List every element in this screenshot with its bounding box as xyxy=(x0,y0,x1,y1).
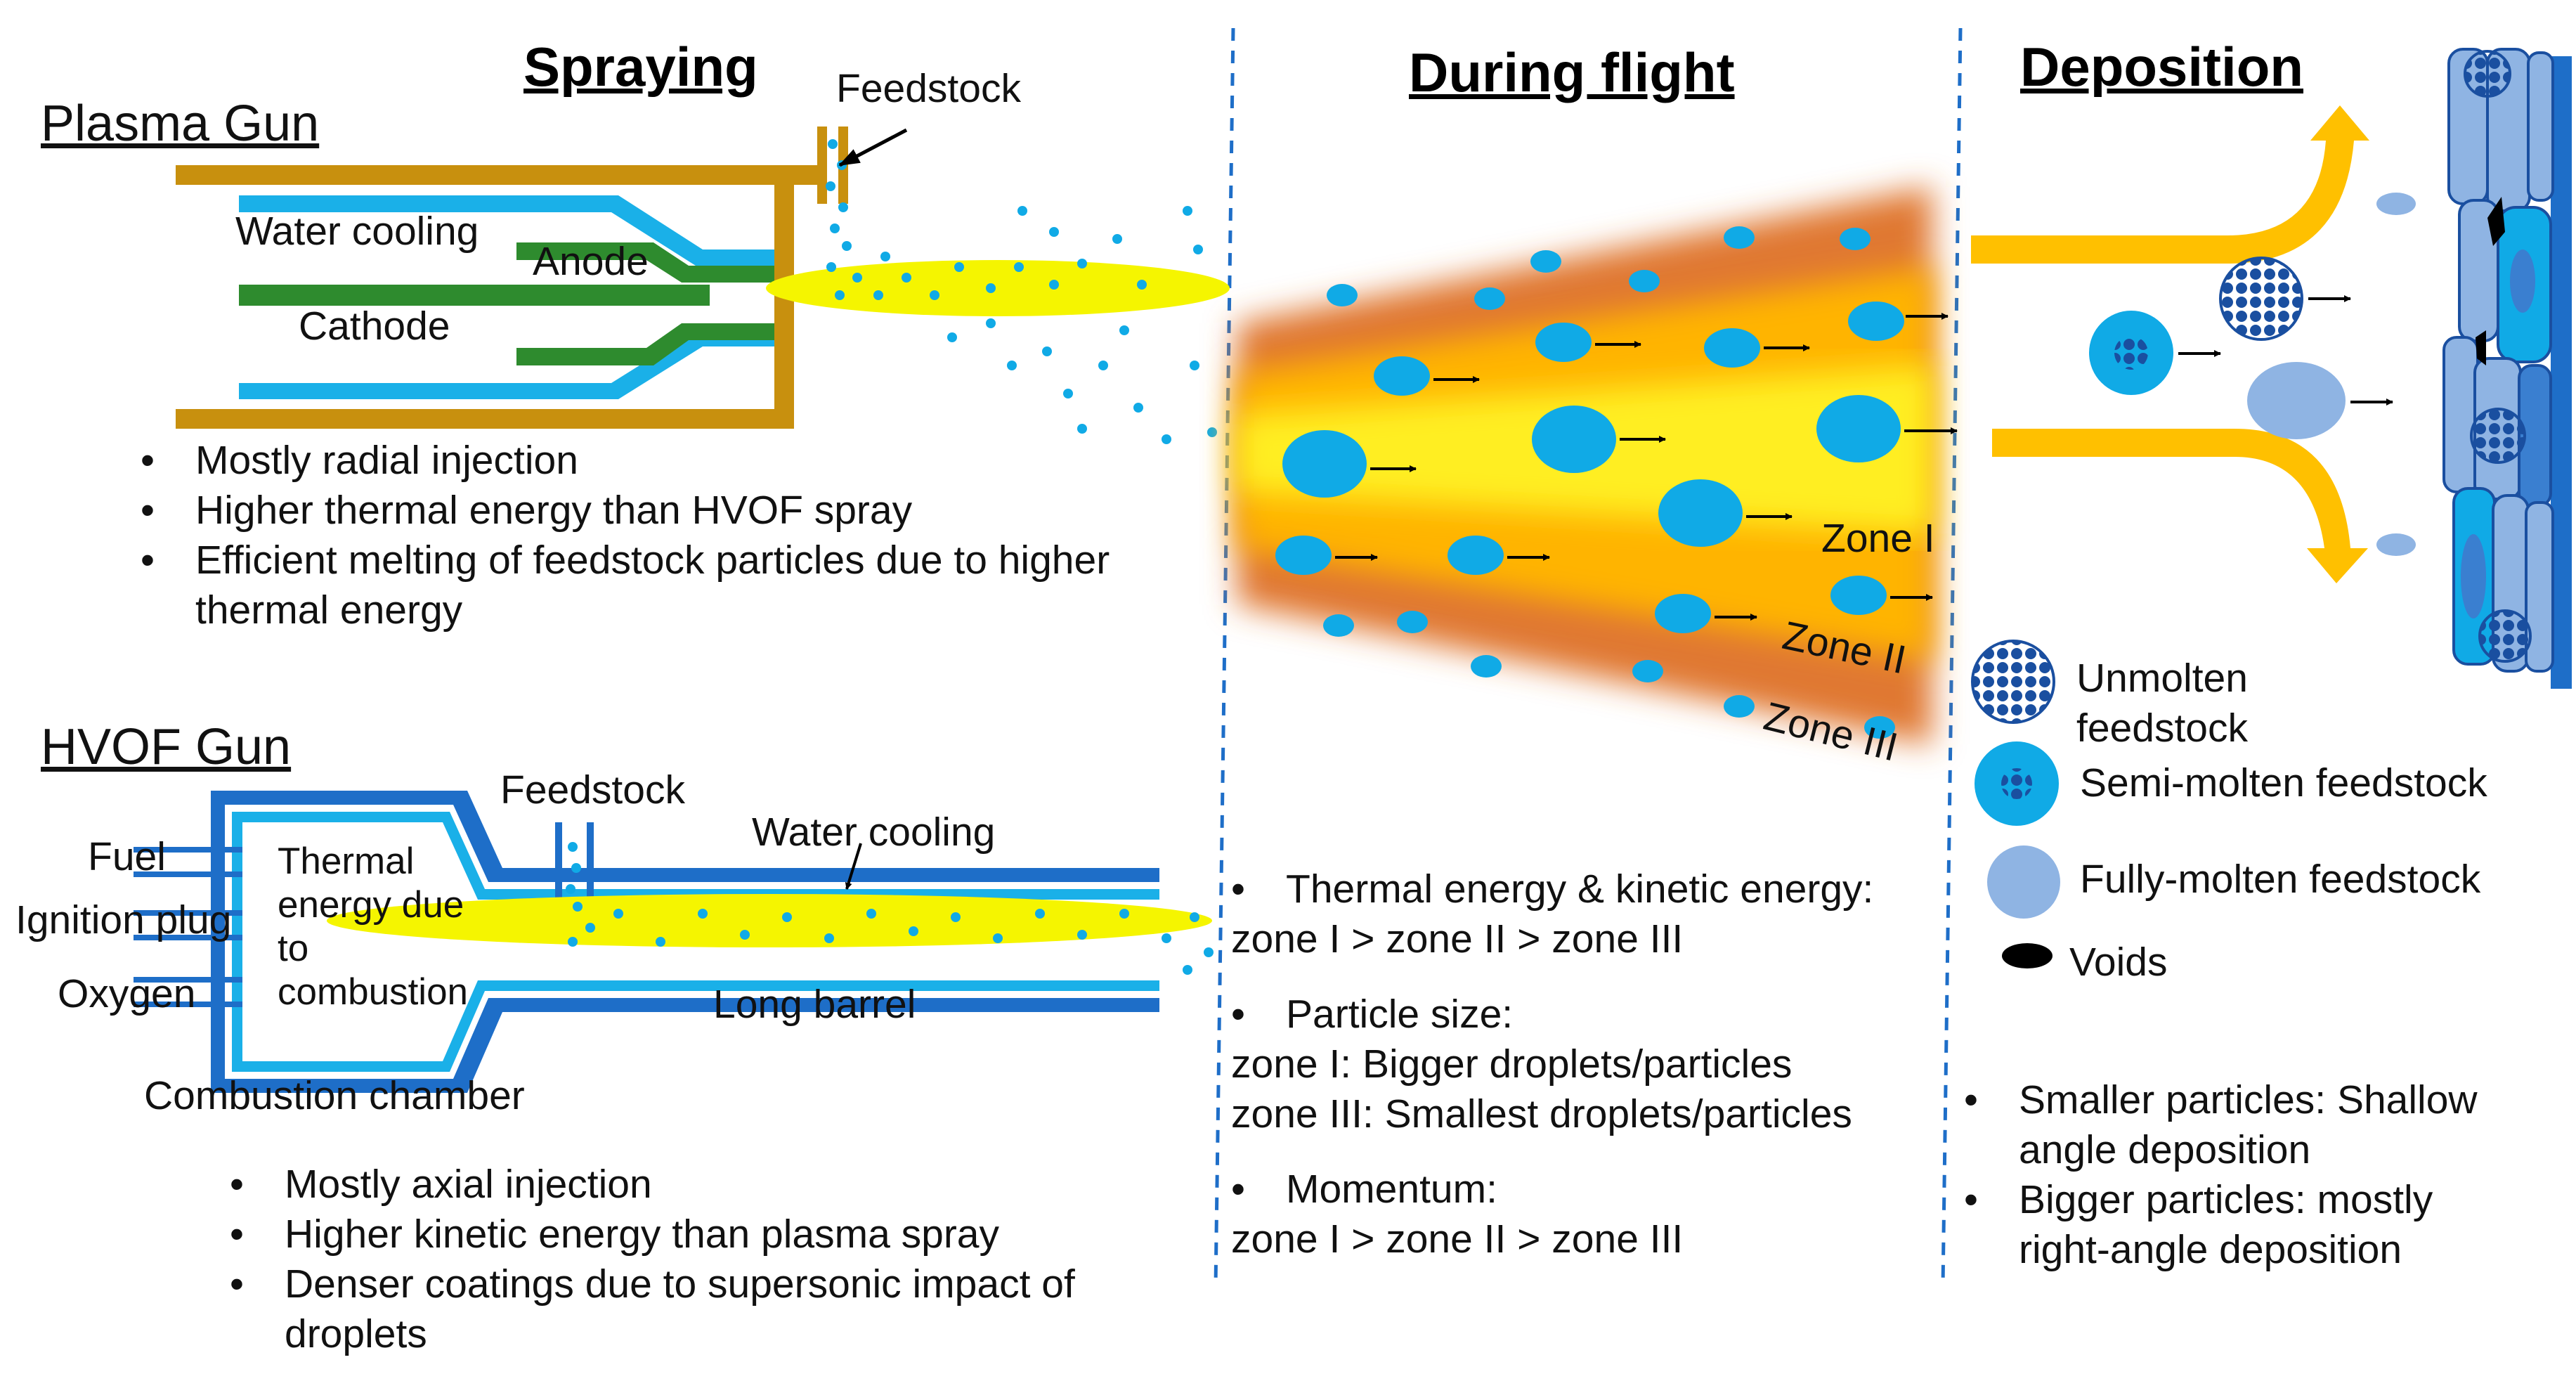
legend-fully-molten-icon xyxy=(1987,845,2060,919)
momentum-order: zone I > zone II > zone III xyxy=(1231,1217,1684,1262)
flight-notes: Thermal energy & kinetic energy: zone I … xyxy=(1231,864,1873,1264)
momentum-heading: Momentum: xyxy=(1231,1165,1873,1214)
plasma-gun-drawing xyxy=(176,127,1230,429)
legend-markers xyxy=(1971,640,2060,968)
flight-particles xyxy=(1275,226,1904,739)
cathode-label: Cathode xyxy=(299,304,450,349)
particle-size-heading: Particle size: xyxy=(1231,990,1873,1039)
spraying-header: Spraying xyxy=(523,36,758,98)
deposition-particles xyxy=(2089,193,2416,556)
hvof-bullet: Mostly axial injection xyxy=(230,1160,1178,1210)
deposition-bullet-list: Smaller particles: Shallow angle deposit… xyxy=(1964,1075,2526,1275)
thermal-energy-label: Thermal energy due to combustion xyxy=(278,841,469,1013)
hvof-flame xyxy=(327,894,1212,947)
plasma-water-cooling-label: Water cooling xyxy=(235,209,479,254)
zone-1-label: Zone I xyxy=(1821,516,1935,561)
combustion-chamber-label: Combustion chamber xyxy=(144,1073,525,1118)
oxygen-label: Oxygen xyxy=(58,971,196,1016)
hvof-bullet: Higher kinetic energy than plasma spray xyxy=(230,1210,1178,1259)
ignition-plug-label: Ignition plug xyxy=(15,897,232,942)
deposition-bullet: Smaller particles: Shallow angle deposit… xyxy=(1964,1075,2526,1175)
thermal-energy-heading: Thermal energy & kinetic energy: xyxy=(1231,864,1873,914)
plasma-flame xyxy=(766,260,1230,316)
flight-arrows xyxy=(1335,313,1958,621)
legend-voids-label: Voids xyxy=(2069,940,2168,985)
hvof-bullet: Denser coatings due to supersonic impact… xyxy=(230,1259,1170,1359)
fuel-label: Fuel xyxy=(88,834,166,879)
divider-line-right xyxy=(1941,27,1963,1287)
deposition-small-arrows xyxy=(2178,295,2393,406)
hvof-cooling-pointer xyxy=(845,843,862,890)
particle-size-zone1: zone I: Bigger droplets/particles xyxy=(1231,1042,1793,1087)
plasma-bullet: Higher thermal energy than HVOF spray xyxy=(141,486,1195,536)
deposition-bullet: Bigger particles: mostly right-angle dep… xyxy=(1964,1175,2526,1275)
legend-voids-icon xyxy=(2002,943,2053,968)
during-flight-header: During flight xyxy=(1409,41,1735,103)
thermal-energy-order: zone I > zone II > zone III xyxy=(1231,916,1684,961)
particle-size-zone3: zone III: Smallest droplets/particles xyxy=(1231,1091,1852,1136)
legend-fully-molten-label: Fully-molten feedstock xyxy=(2080,857,2481,902)
hvof-bullet-list: Mostly axial injection Higher kinetic en… xyxy=(230,1160,1178,1359)
plasma-bullet: Efficient melting of feedstock particles… xyxy=(141,536,1193,635)
legend-semi-molten-label: Semi-molten feedstock xyxy=(2080,760,2487,805)
hvof-gun-title: HVOF Gun xyxy=(41,719,292,775)
long-barrel-label: Long barrel xyxy=(713,982,916,1027)
plasma-bullet: Mostly radial injection xyxy=(141,436,1195,486)
hvof-particles xyxy=(566,842,1214,975)
coating-layer xyxy=(2442,48,2572,689)
legend-unmolten-icon xyxy=(1971,640,2055,724)
hvof-feedstock-label: Feedstock xyxy=(500,767,685,812)
plasma-feedstock-pointer xyxy=(838,128,908,167)
divider-line-left xyxy=(1214,27,1235,1287)
legend-unmolten-label: Unmolten feedstock xyxy=(2076,656,2248,751)
plasma-feedstock-label: Feedstock xyxy=(836,66,1021,111)
anode-label: Anode xyxy=(533,239,649,284)
plasma-gun-title: Plasma Gun xyxy=(41,96,320,152)
deposition-orange-arrows xyxy=(1971,105,2369,583)
hvof-gun-drawing xyxy=(134,791,1212,1093)
hvof-water-cooling-label: Water cooling xyxy=(752,810,996,855)
deposition-header: Deposition xyxy=(2020,36,2303,98)
plasma-bullet-list: Mostly radial injection Higher thermal e… xyxy=(141,436,1195,635)
